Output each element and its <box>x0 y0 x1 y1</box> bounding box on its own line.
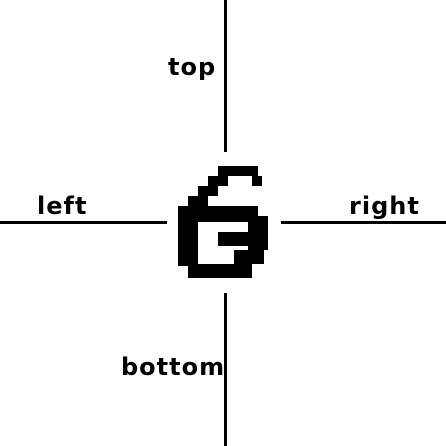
center-glyph-text: 6 <box>178 166 179 167</box>
label-right: right <box>349 192 420 220</box>
vertical-line-top <box>224 0 227 152</box>
center-glyph-6: 6 <box>178 166 268 278</box>
horizontal-line-right <box>281 221 446 224</box>
glyph-pixels <box>178 166 268 278</box>
label-left: left <box>37 192 88 220</box>
horizontal-line-left <box>0 221 167 224</box>
label-bottom: bottom <box>121 353 226 381</box>
vertical-line-bottom <box>224 293 227 446</box>
label-top: top <box>168 53 217 81</box>
